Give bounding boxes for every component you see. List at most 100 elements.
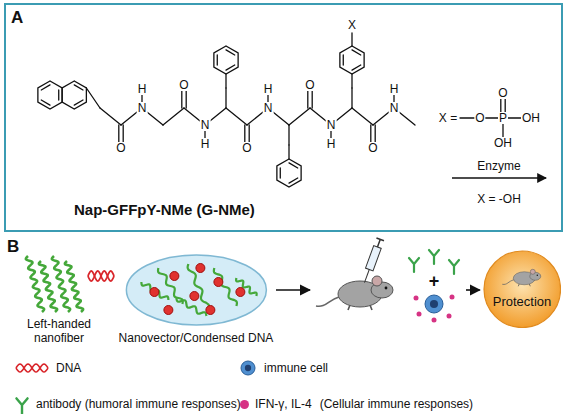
nanofiber [65,261,83,312]
antibody-icon [429,250,439,264]
nanofiber [187,264,208,310]
atom-label: H [389,83,400,95]
substituent-label: X = -OH [477,193,521,205]
left-handed-nanofibers [26,256,83,312]
atom-label: N [326,119,337,131]
legend-swatch [240,400,249,409]
bond [280,168,281,178]
atom-label: N [137,102,148,114]
compound-name: Nap-GFFpY-NMe (G-NMe) [74,201,255,218]
syringe-needle [364,270,369,283]
atom-label: O [304,79,315,91]
immune-cell-icon [241,361,255,375]
aromatic-ring [62,81,86,109]
cytokine-dot [417,312,422,317]
atom-label: H [137,83,148,95]
mouse [316,276,393,310]
nanofiber [236,278,257,296]
bond [352,108,373,125]
panel-letter: B [7,238,19,255]
legend-text: immune cell [264,361,328,375]
bond [351,88,352,108]
dna-strand [88,271,114,281]
legend-item: antibody (humoral immune responses) [14,394,241,414]
atom-label: OH [493,137,513,149]
legend-sample [238,358,258,378]
plus-sign: + [429,272,440,290]
bond [460,117,530,118]
condensed-dna [189,292,198,301]
bond [343,55,344,65]
cell-nucleus [245,365,251,371]
mouse [502,269,541,286]
atom-label: P [498,112,508,124]
bond [289,163,298,168]
mouse-ear [372,276,382,286]
flow-arrow [466,289,480,291]
bond [41,100,50,105]
mouse-tail [316,297,339,306]
aromatic-ring [340,46,364,74]
atom-label: O [497,87,508,99]
nanofiber [141,282,168,300]
bond [351,74,352,88]
bond [226,65,235,70]
atom-label: N [389,102,400,114]
nanovector-ellipse: Nanovector/Condensed DNA [115,252,278,350]
legend-text: DNA [56,361,81,375]
bond [217,55,218,65]
nanovector-shape [115,252,278,328]
reaction-arrow [452,177,546,178]
dna-strand [88,271,114,281]
atom-label: H [200,138,211,150]
condensed-dna [163,306,172,315]
mouse-eye [536,274,537,275]
outcome-label: Protection [493,295,552,310]
legend-sample [14,394,30,414]
syringe-plunger [374,238,384,248]
bond [351,33,352,46]
bond [352,50,361,55]
atom-label: N [263,102,274,114]
nanovector-outline [126,255,266,325]
condensed-dna [149,288,158,297]
cytokine-dot [450,295,455,300]
cell-nucleus [430,300,438,308]
legend-item: DNA [14,358,81,378]
condensed-dna [213,278,222,287]
panel-letter: A [11,8,23,28]
condensed-dna [195,264,204,273]
atom-label: H [326,138,337,150]
dna-icon [16,364,48,372]
reaction-label: Enzyme [477,160,520,172]
atom-label: O [474,112,485,124]
cell-body [425,295,443,313]
immune-cell-icon [425,295,443,313]
bond [100,108,121,125]
legend-sample [14,358,50,378]
bond [288,125,289,145]
bond [352,65,361,70]
bond [225,74,226,88]
atom-label: H [263,83,274,95]
condensed-dna [169,272,178,281]
mouse-ear [530,269,535,274]
dna-strand [16,364,48,372]
legend-note: (Cellular immune responses) [320,398,473,410]
figure-label: Nanovector/Condensed DNA [119,332,274,346]
dna-strand [16,364,48,372]
bond [225,88,226,108]
nanofiber [176,298,206,316]
antibody-icon [449,260,459,274]
legend-text: IFN-γ, IL-4 [255,397,312,411]
bond [289,178,298,183]
bond [74,100,83,105]
cytokine-dot [447,314,452,319]
atom-label: O [178,79,189,91]
mouse-tail [502,279,514,284]
bond [41,85,50,90]
atom-label: O [367,142,378,154]
protection-circle: Protection [483,250,562,329]
legend-item: IFN-γ, IL-4 [238,394,312,414]
